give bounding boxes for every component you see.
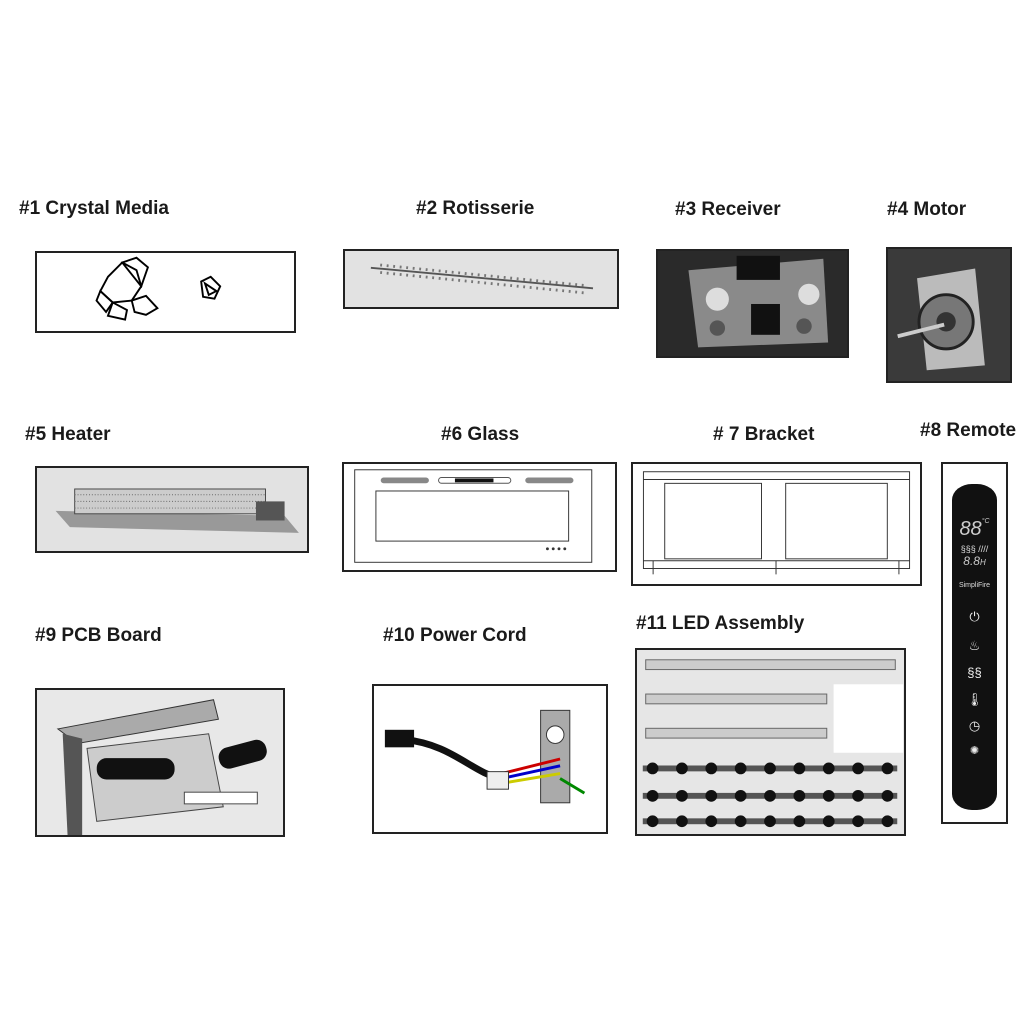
power-cord-image — [372, 684, 608, 834]
part-title-motor: #4 Motor — [887, 199, 967, 220]
thermometer-icon: 🌡︎ — [966, 692, 983, 707]
remote-temp-unit: °C — [981, 518, 990, 525]
motor-image — [886, 247, 1012, 383]
flame-icon: ♨ — [968, 638, 981, 653]
part-title-remote: #8 Remote — [920, 420, 1017, 441]
part-title-glass: #6 Glass — [441, 424, 520, 445]
rotisserie-image — [343, 249, 619, 309]
timer-icon: ◷ — [968, 718, 981, 733]
part-title-rotisserie: #2 Rotisserie — [416, 198, 535, 219]
part-title-receiver: #3 Receiver — [675, 199, 781, 220]
part-title-pcb-board: #9 PCB Board — [35, 625, 162, 646]
power-icon: ⏻ — [969, 609, 980, 624]
remote-temp-display: 88 — [959, 518, 982, 540]
remote-body: 88°C §§§ //// 8.8H SimpliFire ⏻ ♨ §§ 🌡︎ … — [952, 484, 997, 810]
remote-timer-display: 8.8 — [963, 554, 980, 568]
remote-brand: SimpliFire — [958, 582, 991, 589]
part-title-crystal-media: #1 Crystal Media — [19, 198, 169, 219]
part-title-power-cord: #10 Power Cord — [383, 625, 527, 646]
heat-icon: §§ — [967, 665, 982, 680]
crystal-media-image — [35, 251, 296, 333]
part-title-bracket: # 7 Bracket — [713, 424, 815, 445]
remote-timer-unit: H — [979, 558, 986, 567]
heater-image — [35, 466, 309, 553]
receiver-image — [656, 249, 849, 358]
remote-image: 88°C §§§ //// 8.8H SimpliFire ⏻ ♨ §§ 🌡︎ … — [941, 462, 1008, 824]
part-title-led-assembly: #11 LED Assembly — [636, 613, 805, 634]
pcb-board-image — [35, 688, 285, 837]
bracket-image — [631, 462, 922, 586]
light-icon: ✺ — [969, 745, 980, 757]
glass-image — [342, 462, 617, 572]
flame-heat-indicators-icon: §§§ //// — [960, 544, 989, 554]
part-title-heater: #5 Heater — [25, 424, 111, 445]
led-assembly-image — [635, 648, 906, 836]
